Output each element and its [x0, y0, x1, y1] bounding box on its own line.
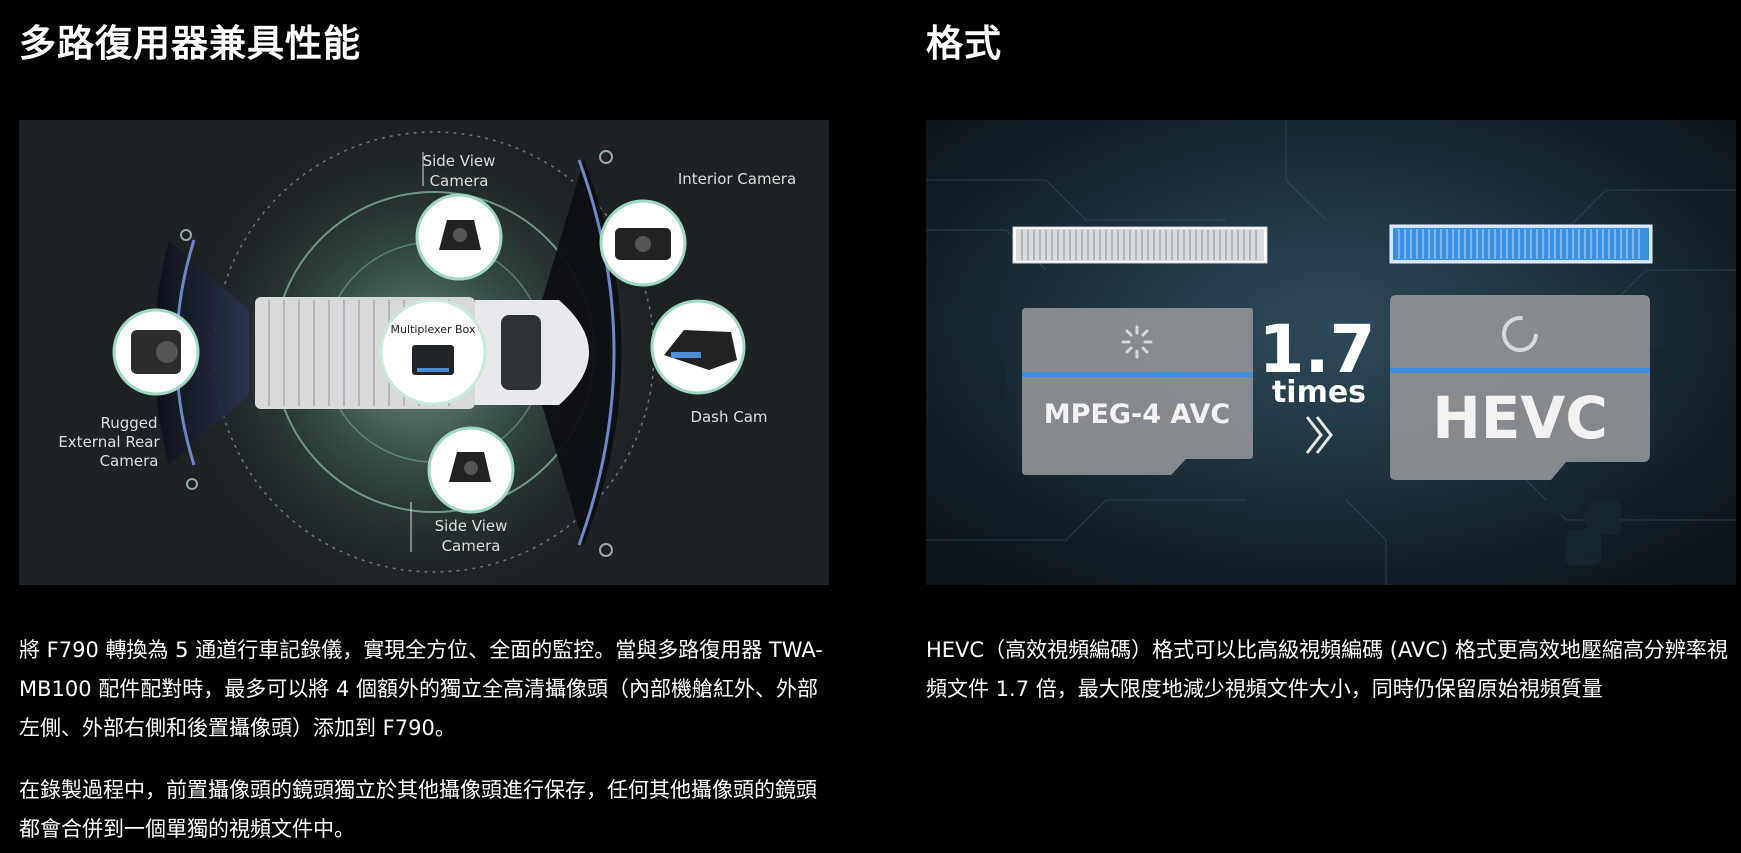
rugged-label-1: Rugged	[100, 414, 157, 432]
ratio-value: 1.7	[1259, 311, 1376, 388]
hevc-label: HEVC	[1432, 384, 1608, 452]
double-chevron-right-icon	[1305, 416, 1333, 454]
format-figure: MPEG-4 AVC 1.7 times HEVC	[926, 120, 1736, 585]
multiplexer-diagram: Multiplexer Box Side View Camera Side Vi…	[19, 120, 829, 585]
multiplexer-diagram-svg: Multiplexer Box Side View Camera Side Vi…	[19, 120, 829, 585]
multiplexer-paragraph-1: 將 F790 轉換為 5 通道行車記錄儀，實現全方位、全面的監控。當與多路復用器…	[19, 638, 823, 740]
side-view-top-label-1: Side View	[423, 152, 496, 170]
format-figure-svg: MPEG-4 AVC 1.7 times HEVC	[926, 120, 1736, 585]
interior-camera-label: Interior Camera	[678, 170, 796, 188]
multiplexer-heading: 多路復用器兼具性能	[19, 22, 361, 65]
format-heading: 格式	[926, 22, 1002, 65]
loading-ring-icon	[1502, 316, 1538, 352]
dash-cam-label: Dash Cam	[690, 408, 767, 426]
rugged-label-3: Camera	[100, 452, 159, 470]
side-view-bottom-label-2: Camera	[442, 537, 501, 555]
mpeg4-avc-label: MPEG-4 AVC	[1044, 399, 1230, 430]
ratio-unit: times	[1272, 375, 1366, 410]
multiplexer-label: Multiplexer Box	[391, 323, 476, 336]
loading-spinner-icon	[1121, 325, 1153, 359]
side-view-bottom-label-1: Side View	[435, 517, 508, 535]
side-view-top-label-2: Camera	[430, 172, 489, 190]
multiplexer-paragraph-2: 在錄製過程中，前置攝像頭的鏡頭獨立於其他攝像頭進行保存，任何其他攝像頭的鏡頭都會…	[19, 778, 817, 841]
rugged-label-2: External Rear	[58, 433, 160, 451]
format-paragraph: HEVC（高效視頻編碼）格式可以比高級視頻編碼 (AVC) 格式更高效地壓縮高分…	[926, 638, 1728, 701]
